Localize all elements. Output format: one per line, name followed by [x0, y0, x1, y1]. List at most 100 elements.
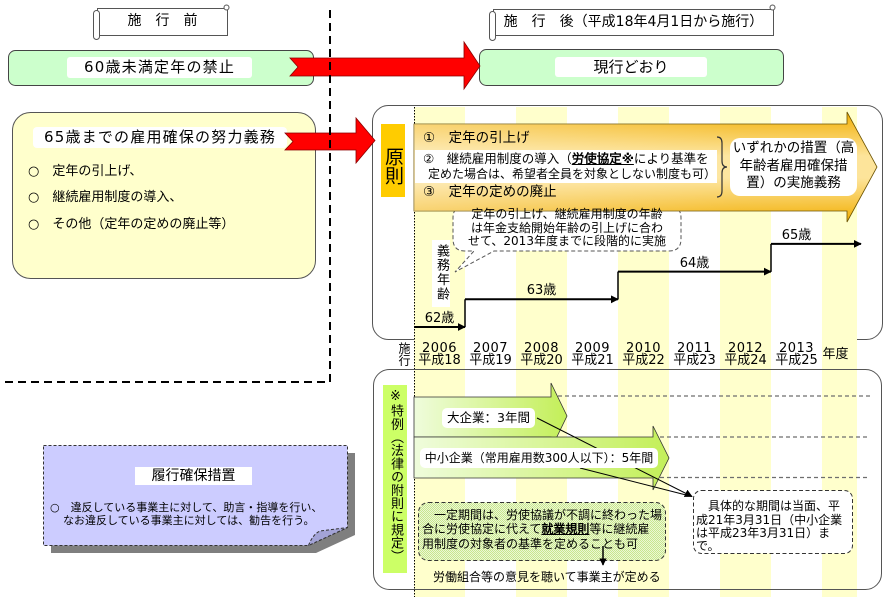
connector-small-company [579, 467, 693, 497]
year-heisei-era: 平成25 [775, 353, 818, 368]
period-note-line: 具体的な期間は当面、平 [696, 499, 841, 514]
banner-before-title: 施 行 前 [127, 13, 198, 29]
compliance-title-bg [135, 467, 252, 485]
brace-icon [716, 136, 728, 198]
banner-after-roll [489, 11, 496, 41]
year-heisei-era: 平成24 [724, 353, 767, 368]
age-axis-label-bg [432, 240, 450, 307]
period-note-line: は平成23年3月31日）ま [696, 526, 831, 541]
banner-after-title: 施 行 後（平成18年4月1日から施行） [503, 14, 764, 30]
measure-2-band [415, 150, 717, 183]
age-step-label: 65歳 [781, 227, 812, 243]
prohibition-label-bg-after [555, 57, 707, 77]
period-note-line: 成21年3月31日（中小企業 [696, 512, 843, 527]
exception-label: ※特例（法律の附則に規定） [388, 389, 403, 563]
prohibition-before-label: 60歳未満定年の禁止 [83, 58, 236, 76]
year-western: 2006 [421, 341, 458, 356]
effort-item-raise-retirement-age: ○ 定年の引上げ、 [28, 164, 143, 179]
effort-item-continued-employment: ○ 継続雇用制度の導入、 [28, 190, 183, 205]
banner-after-curl [769, 4, 776, 11]
year-heisei-era: 平成18 [418, 353, 461, 368]
obligation-bg [730, 138, 857, 196]
age-callout-text: 定年の引上げ、継続雇用制度の年齢 は年金支給開始年齢の引上げに合わ せて、201… [455, 207, 679, 249]
banner-before-roll [93, 10, 100, 40]
year-western: 2011 [676, 341, 713, 356]
year-heisei-era: 平成22 [622, 353, 665, 368]
year-heisei-era: 平成19 [469, 353, 512, 368]
year-heisei-era: 平成20 [520, 353, 563, 368]
compliance-line: なお違反している事業主に対しては、勧告を行う。 [63, 514, 315, 527]
compliance-line: ○ 違反している事業主に対して、助言・指導を行い、 [50, 501, 323, 514]
small-company-label-bg [420, 448, 658, 468]
period-note-line: で。 [696, 539, 720, 554]
measure-2-prefix: ② 継続雇用制度の導入（ [423, 151, 572, 166]
year-heisei-era: 平成21 [571, 353, 614, 368]
rules-note-line: 合に労使協定に代えて就業規則等に継続雇 [422, 522, 662, 537]
rules-note-text: 一定期間は、労使協議が不調に終わった場 合に労使協定に代えて就業規則等に継続雇 … [422, 508, 662, 552]
compliance-title: 履行確保措置 [151, 468, 236, 484]
rules-note-line: 一定期間は、労使協議が不調に終わった場 [422, 507, 663, 522]
measure-2-line-1: ② 継続雇用制度の導入（労使協定※により基準を [423, 151, 709, 167]
age-step-label: 62歳 [424, 311, 455, 326]
obligation-line: 年齢者雇用確保措 [739, 157, 848, 174]
small-company-label: 中小企業（常用雇用数300人以下）：5年間 [424, 451, 654, 465]
banner-before [93, 4, 230, 40]
measure-3-abolish-retirement-age: ③ 定年の定めの廃止 [423, 184, 557, 200]
callout-line: せて、2013年度までに段階的に実施 [468, 234, 666, 248]
compliance-box [43, 445, 355, 553]
effort-title: 65歳までの雇用確保の努力義務 [43, 128, 277, 146]
age-step-label: 63歳 [526, 283, 557, 299]
age-step-label: 64歳 [679, 255, 710, 271]
rules-note-line: 用制度の対象者の基準を定めることも可 [422, 536, 639, 551]
banner-before-curl [223, 4, 230, 11]
effort-title-bg [33, 127, 287, 148]
year-heisei-era: 平成23 [673, 353, 716, 368]
year-western: 2010 [625, 341, 662, 356]
prohibition-label-bg-before [67, 57, 252, 78]
mandatory-age-steps [414, 239, 862, 331]
obligation-text: いずれかの措置（高 年齢者雇用確保措 置）の実施義務 [730, 140, 857, 193]
obligation-line: 置）の実施義務 [746, 175, 841, 191]
compliance-box-fold [307, 527, 348, 547]
large-company-label: 大企業：3年間 [447, 410, 530, 425]
callout-line: は年金支給開始年齢の引上げに合わ [470, 220, 663, 235]
callout-line: 定年の引上げ、継続雇用制度の年齢 [471, 207, 663, 221]
section-divider [5, 10, 331, 383]
union-consultation-note: 労働組合等の意見を聴いて事業主が定める [433, 570, 661, 584]
measure-2-line-2: 定めた場合は、希望者全員を対象としない制度も可） [428, 167, 717, 181]
red-arrow-prohibition [289, 40, 481, 91]
measure-2-suffix: により基準を [633, 151, 709, 166]
work-rules-emphasis: 就業規則 [541, 522, 590, 537]
year-western: 2009 [574, 341, 611, 356]
year-western: 2013 [778, 341, 815, 356]
period-note-box [693, 490, 853, 554]
obligation-line: いずれかの措置（高 [732, 140, 855, 156]
age-axis-label: 義務年齢 [434, 244, 449, 302]
year-western: 2008 [523, 341, 560, 356]
exception-label-bg [383, 385, 407, 573]
enforcement-label: 施行 [397, 342, 411, 366]
period-note-text: 具体的な期間は当面、平 成21年3月31日（中小企業 は平成23年3月31日）ま… [696, 499, 843, 554]
banner-before-sheet [97, 8, 228, 36]
rules-note-suffix: 等に継続雇 [589, 522, 650, 537]
large-company-label-bg [442, 408, 535, 428]
exception-frame [373, 369, 882, 590]
year-western: 2012 [727, 341, 764, 356]
age-callout-bubble [452, 205, 682, 273]
effort-item-other: ○ その他（定年の定めの廃止等） [28, 217, 235, 232]
effort-box [12, 112, 316, 279]
measure-2-labor-agreement-emphasis: 労使協定※ [571, 151, 634, 166]
measure-1-raise-retirement-age: ① 定年の引上げ [423, 130, 530, 146]
